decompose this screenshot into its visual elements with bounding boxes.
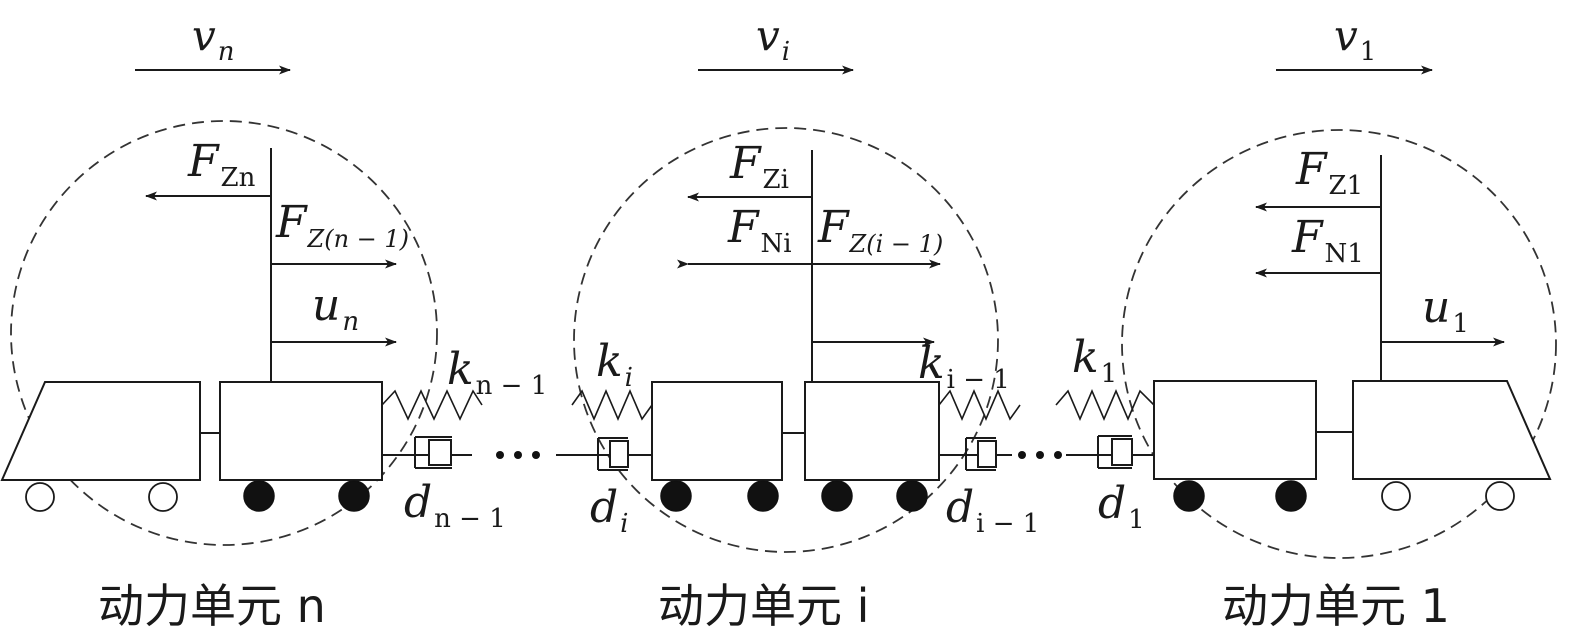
damper-di1-cylinder [965,437,996,471]
damper-d1-cylinder [1097,435,1132,469]
damper-d1-label: d1 [1098,478,1145,535]
unit-n-caption: 动力单元 n [98,579,326,633]
unit-i-powered-wheel [660,480,692,512]
damper-dn1-piston [428,439,452,466]
unit-n-trailer-wheel [25,482,55,512]
svg-text:v1: v1 [1334,11,1376,67]
spring-ki [571,388,653,422]
unit-i-car-right [804,381,940,481]
force-FZi-label: FZi [729,138,789,195]
unit-1-trailer-wheel [1381,481,1411,511]
svg-text:vi: vi [756,11,790,67]
control-un-label: un [312,280,359,337]
unit-1-powered-wheel [1173,480,1205,512]
coupler-i-1: ki − 1 di − 1 [918,338,1039,539]
unit-1-boundary [1121,129,1557,559]
unit-1-trailer-car [1352,380,1552,480]
coupler-1: k1 d1 [1055,332,1155,535]
force-FZn1-label: FZ(n − 1) [275,197,409,253]
damper-d1-piston [1111,438,1133,466]
svg-text:vn: vn [192,11,234,67]
control-u1-label: u1 [1422,282,1469,339]
coupler-i: ki di [556,336,653,539]
coupler-n-1: kn − 1 dn − 1 [381,344,547,534]
unit-i-caption: 动力单元 i [658,579,869,633]
unit-i-boundary [573,127,999,553]
damper-di-cylinder [597,437,628,471]
damper-di1-label: di − 1 [946,482,1039,539]
damper-dn1-label: dn − 1 [404,477,506,534]
unit-n-powered-car [219,381,383,481]
unit-1-trailer-wheel [1485,481,1515,511]
unit-n-trailer-car [0,381,201,481]
spring-kn1-label: kn − 1 [447,344,547,401]
ellipsis-left [496,451,540,459]
damper-di1-piston [977,440,997,468]
unit-1-powered-car [1153,380,1317,480]
force-FZi1-label: FZ(i − 1) [817,202,943,258]
spring-ki1 [938,388,1021,422]
spring-k1-label: k1 [1072,332,1117,389]
unit-n-trailer-wheel [148,482,178,512]
unit-n-boundary [10,120,438,546]
spring-ki1-label: ki − 1 [918,338,1010,395]
velocity-n: vn [135,11,291,75]
damper-di-label: di [590,482,629,539]
spring-kn1 [381,389,483,421]
unit-1-powered-wheel [1275,480,1307,512]
unit-1-caption: 动力单元 1 [1222,579,1450,633]
unit-i-powered-wheel [896,480,928,512]
damper-dn1-cylinder [414,436,452,469]
velocity-1: v1 [1276,11,1433,75]
unit-n: FZn FZ(n − 1) un [0,136,409,512]
force-FN1-label: FN1 [1291,212,1364,269]
force-FZn-label: FZn [187,136,256,193]
damper-di-piston [609,440,629,468]
unit-i-car-left [651,381,783,481]
spring-k1 [1055,388,1155,422]
unit-i-powered-wheel [821,480,853,512]
spring-ki-label: ki [596,336,633,393]
unit-n-powered-wheel [243,480,275,512]
force-FNi-label: FNi [727,202,792,259]
unit-1: FZ1 FN1 u1 [1153,144,1552,512]
ellipsis-right [1018,451,1062,459]
force-FZ1-label: FZ1 [1295,144,1363,201]
unit-n-powered-wheel [338,480,370,512]
unit-i-powered-wheel [747,480,779,512]
velocity-i: vi [698,11,854,75]
unit-i: FZi FNi FZ(i − 1) [651,138,943,512]
